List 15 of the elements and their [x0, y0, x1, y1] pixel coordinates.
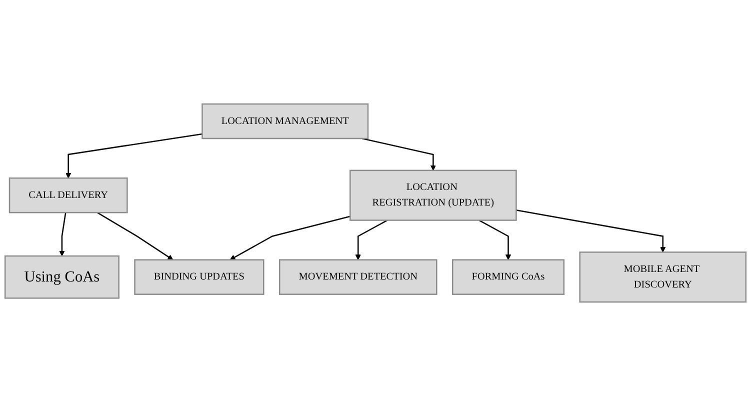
arrow	[355, 220, 388, 260]
node-box: CALL DELIVERY	[8, 177, 128, 214]
arrow	[478, 220, 512, 260]
node-box: LOCATION REGISTRATION (UPDATE)	[350, 170, 517, 221]
node-box: FORMING CoAs	[452, 259, 565, 295]
node-box: LOCATION MANAGEMENT	[202, 103, 369, 140]
arrow	[516, 209, 666, 252]
node-box: MOBILE AGENT DISCOVERY	[579, 252, 747, 303]
arrow	[59, 212, 66, 256]
node-box: Using CoAs	[4, 255, 120, 299]
arrow	[96, 212, 174, 260]
arrow	[66, 133, 202, 178]
arrow	[230, 216, 350, 260]
node-box: MOVEMENT DETECTION	[278, 259, 438, 295]
node-box: BINDING UPDATES	[134, 259, 264, 295]
